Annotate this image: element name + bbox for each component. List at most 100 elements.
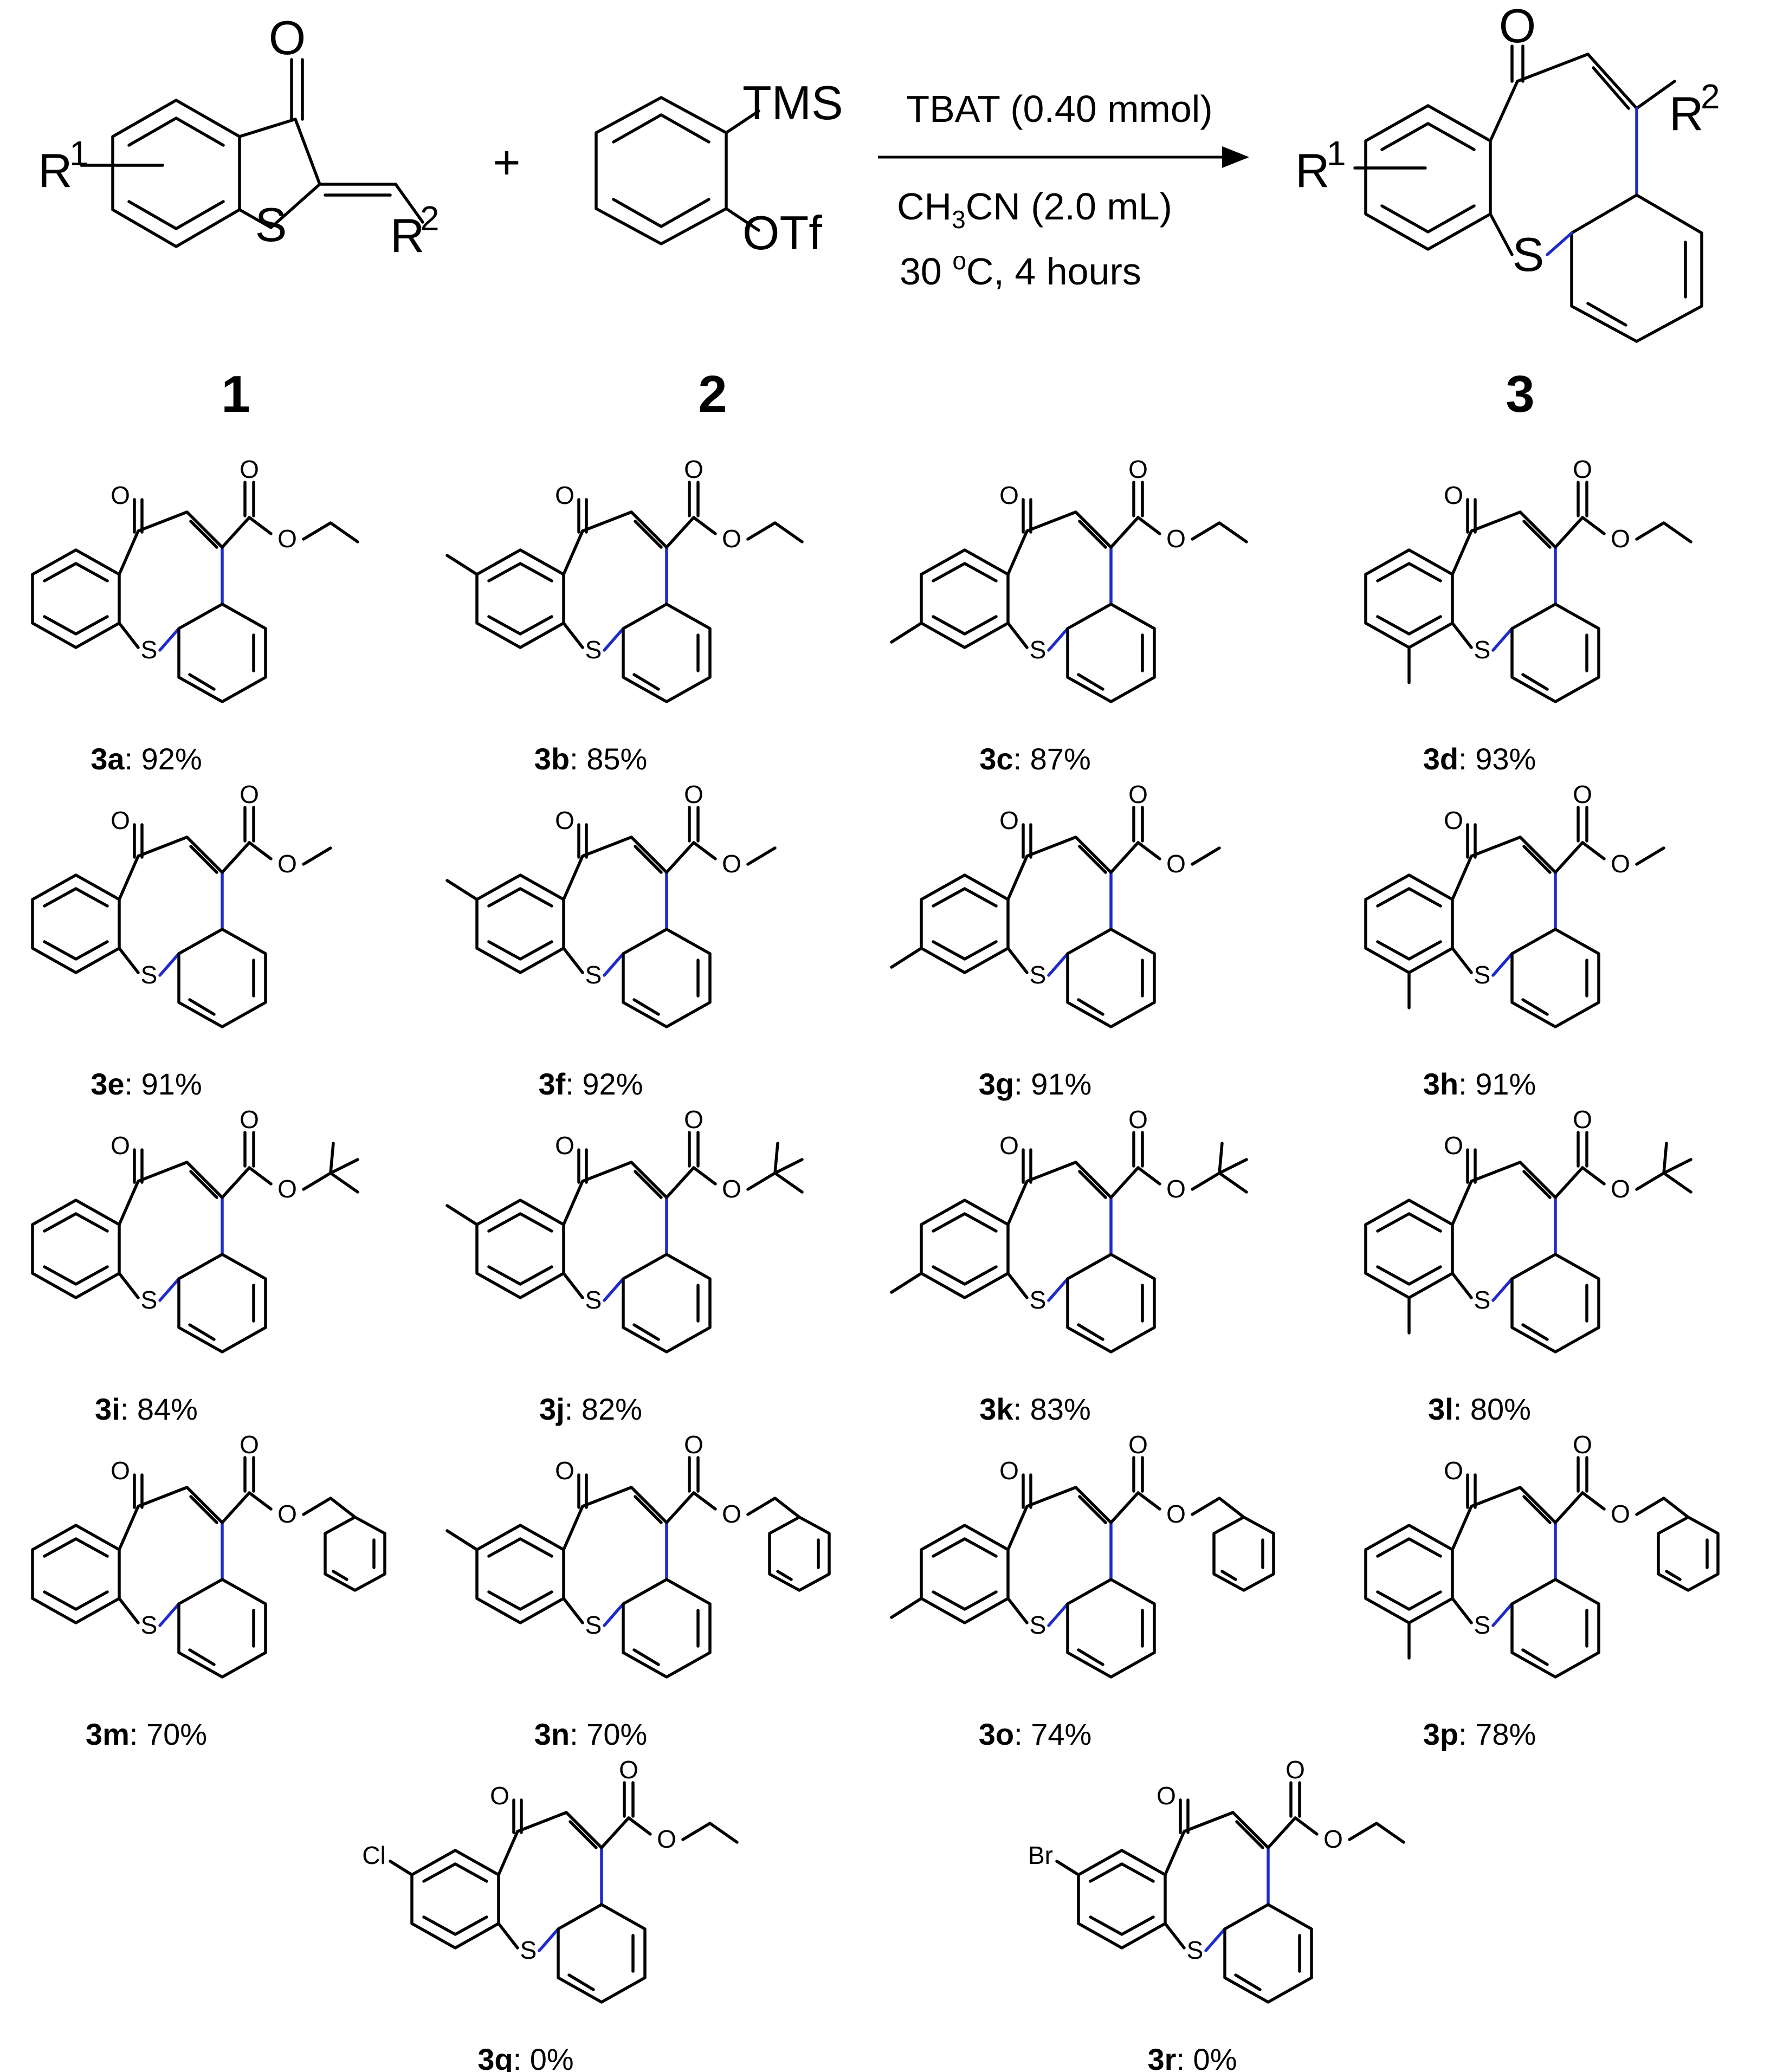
ester-oxygen-label: O bbox=[1166, 1175, 1186, 1203]
sulfur-label: S bbox=[1030, 961, 1046, 989]
bond bbox=[221, 1491, 251, 1524]
sulfur-label: S bbox=[585, 1611, 602, 1639]
yield-caption: 3f: 92% bbox=[539, 1067, 643, 1101]
bond bbox=[1231, 1811, 1270, 1849]
bond bbox=[1047, 952, 1069, 977]
bond bbox=[1376, 615, 1442, 636]
tms-label: TMS bbox=[742, 76, 843, 130]
product-id: 3b bbox=[534, 742, 570, 776]
product-yield: : 91% bbox=[1458, 1067, 1536, 1101]
bond bbox=[1635, 1171, 1665, 1191]
bond bbox=[1220, 1570, 1237, 1581]
bond bbox=[1665, 1570, 1682, 1581]
bond bbox=[632, 1648, 660, 1666]
product-yield: : 84% bbox=[120, 1392, 198, 1426]
product-id: 3k bbox=[979, 1392, 1013, 1426]
bond bbox=[1077, 1648, 1104, 1666]
bond bbox=[1451, 1597, 1473, 1624]
bond bbox=[1066, 928, 1156, 1028]
bond bbox=[1521, 673, 1549, 691]
carbonyl-oxygen-label: O bbox=[111, 481, 130, 509]
bond bbox=[634, 1495, 663, 1524]
bond bbox=[1554, 1166, 1584, 1199]
bond bbox=[665, 516, 695, 549]
bond bbox=[600, 1816, 630, 1849]
ester-carbonyl-oxygen-label: O bbox=[1573, 1105, 1592, 1134]
bond bbox=[43, 615, 109, 636]
sulfur-label: S bbox=[1030, 636, 1046, 664]
bond bbox=[329, 1142, 335, 1175]
product-yield: : 78% bbox=[1458, 1717, 1536, 1751]
bond bbox=[1376, 1537, 1442, 1558]
bond bbox=[248, 841, 273, 860]
bond bbox=[1376, 940, 1442, 961]
sulfur-label: S bbox=[520, 1936, 537, 1964]
bond bbox=[773, 1171, 804, 1194]
reactant-1: O S R 1 R 2 bbox=[38, 11, 440, 262]
ester-oxygen-label: O bbox=[1611, 525, 1630, 553]
r1-label: R bbox=[38, 144, 73, 197]
bond bbox=[1470, 1486, 1522, 1508]
bond bbox=[1077, 1323, 1104, 1341]
bond bbox=[562, 1272, 584, 1299]
ester-carbonyl-oxygen-label: O bbox=[619, 1756, 638, 1784]
bond bbox=[177, 1253, 267, 1354]
carbonyl-oxygen-label: O bbox=[555, 1456, 574, 1485]
bond bbox=[1078, 520, 1107, 549]
bond bbox=[158, 1602, 180, 1627]
bond bbox=[632, 998, 660, 1016]
sulfur-label: S bbox=[141, 636, 158, 664]
bond bbox=[1006, 947, 1029, 974]
bond bbox=[932, 940, 998, 961]
conditions-text: 30 oC, 4 hours bbox=[900, 247, 1141, 293]
compound-number-2: 2 bbox=[698, 365, 727, 423]
bond bbox=[562, 529, 584, 576]
otf-label: OTf bbox=[742, 206, 822, 260]
carbonyl-oxygen-label: O bbox=[269, 11, 306, 64]
bond bbox=[630, 836, 668, 874]
bond bbox=[389, 1860, 414, 1876]
bond bbox=[1491, 1277, 1514, 1302]
bond bbox=[1191, 1171, 1221, 1191]
product-id: 3o bbox=[979, 1717, 1014, 1751]
bond bbox=[1635, 1497, 1690, 1519]
product-oxygen-label: O bbox=[1499, 0, 1536, 53]
bond bbox=[1635, 521, 1692, 543]
bond bbox=[137, 836, 189, 858]
bond bbox=[1136, 1491, 1161, 1511]
bond bbox=[665, 1166, 695, 1199]
bond bbox=[221, 841, 251, 874]
bond bbox=[1074, 1161, 1113, 1199]
product-yield: : 0% bbox=[513, 2042, 574, 2072]
reactant-2: TMS OTf bbox=[595, 76, 843, 260]
bond bbox=[1348, 1822, 1405, 1844]
bond bbox=[1006, 1180, 1029, 1226]
ester-oxygen-label: O bbox=[1611, 1500, 1630, 1528]
product-id: 3a bbox=[91, 742, 125, 776]
bond bbox=[302, 846, 332, 866]
bond bbox=[1074, 1486, 1113, 1524]
bond bbox=[1077, 998, 1104, 1016]
bond bbox=[692, 1491, 717, 1511]
bond bbox=[1164, 1830, 1186, 1876]
bond bbox=[188, 998, 216, 1016]
yield-caption: 3a: 92% bbox=[91, 742, 202, 776]
yield-caption: 3i: 84% bbox=[95, 1392, 198, 1426]
compound-number-1: 1 bbox=[221, 365, 250, 423]
bond bbox=[622, 928, 712, 1028]
bond bbox=[1522, 520, 1552, 549]
product-yield: : 74% bbox=[1014, 1717, 1091, 1751]
bond bbox=[1191, 846, 1221, 866]
bond bbox=[932, 1590, 998, 1611]
sulfur-label: S bbox=[141, 961, 158, 989]
bond bbox=[1183, 1811, 1235, 1833]
product-r2-label: R bbox=[1669, 87, 1704, 140]
bond bbox=[890, 1272, 923, 1294]
bond bbox=[932, 887, 998, 908]
ester-carbonyl-oxygen-label: O bbox=[1573, 1430, 1592, 1459]
bond bbox=[1164, 1922, 1186, 1950]
